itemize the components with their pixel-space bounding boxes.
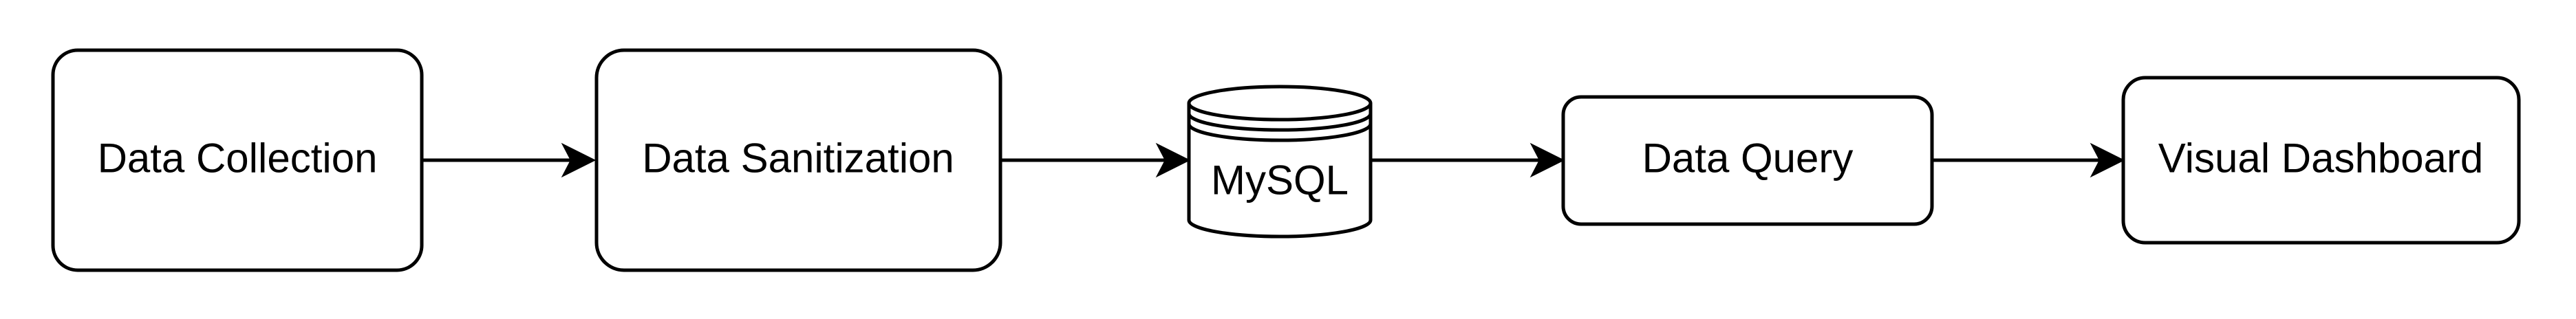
node-data-sanitization-label: Data Sanitization [642, 135, 954, 182]
node-mysql-label: MySQL [1211, 157, 1349, 204]
node-visual-dashboard[interactable]: Visual Dashboard [2121, 76, 2521, 245]
edge-sanitization-to-mysql [1000, 142, 1191, 178]
node-data-collection-label: Data Collection [98, 135, 378, 182]
edge-collection-to-sanitization [422, 142, 597, 178]
arrowhead-icon [561, 142, 597, 178]
database-cylinder-ring-1 [1187, 102, 1373, 122]
node-data-query-label: Data Query [1642, 135, 1854, 182]
node-data-collection[interactable]: Data Collection [51, 48, 424, 272]
arrowhead-icon [1155, 142, 1191, 178]
edge-mysql-to-query [1371, 142, 1565, 178]
node-data-query[interactable]: Data Query [1561, 95, 1934, 226]
database-cylinder-ring-2 [1187, 113, 1373, 132]
node-data-sanitization[interactable]: Data Sanitization [594, 48, 1002, 272]
node-visual-dashboard-label: Visual Dashboard [2158, 135, 2484, 182]
node-mysql[interactable]: MySQL [1187, 85, 1373, 239]
arrowhead-icon [1530, 142, 1565, 178]
edge-query-to-dashboard [1932, 142, 2125, 178]
arrowhead-icon [2090, 142, 2125, 178]
database-cylinder-ring-3 [1187, 123, 1373, 142]
database-cylinder-icon [1187, 85, 1373, 239]
